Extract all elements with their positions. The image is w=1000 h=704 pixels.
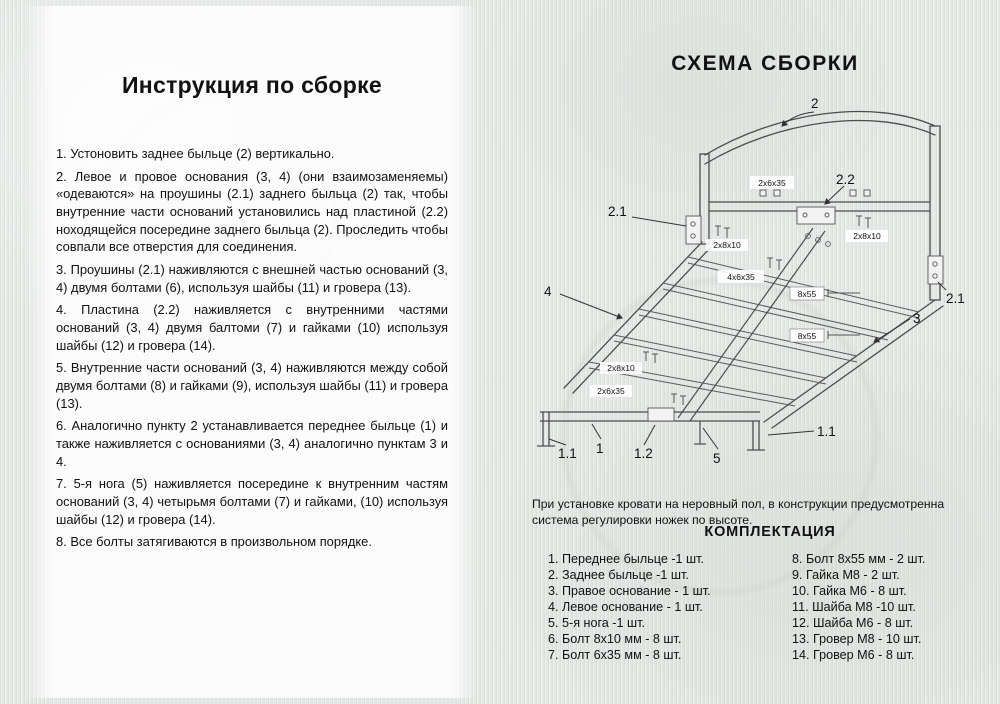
callout-part-3: 3	[913, 311, 921, 326]
part-item: 12. Шайба М6 - 8 шт.	[792, 615, 914, 630]
size-label-lower1: 2x8x10	[607, 363, 635, 373]
instructions-panel: Инструкция по сборке 1. Устоновить задне…	[56, 72, 448, 556]
callout-part-1-2: 1.2	[634, 446, 653, 461]
part-item: 10. Гайка М6 - 8 шт.	[792, 583, 907, 598]
callout-part-2: 2	[811, 96, 819, 111]
callout-part-1-1-right: 1.1	[817, 424, 836, 439]
part-item: 3. Правое основание - 1 шт.	[548, 583, 711, 598]
callout-part-1-1-left: 1.1	[558, 446, 577, 461]
left-paper-panel	[26, 6, 478, 698]
size-label-left-upper: 2x8x10	[713, 240, 741, 250]
instruction-step-2: 2. Левое и провое основания (3, 4) (они …	[56, 168, 448, 255]
part-item: 14. Гровер М6 - 8 шт.	[792, 647, 915, 662]
part-item: 1. Переднее быльце -1 шт.	[548, 552, 705, 566]
part-item: 9. Гайка М8 - 2 шт.	[792, 567, 900, 582]
callout-leader-lines	[548, 111, 947, 450]
callout-part-4: 4	[544, 284, 552, 299]
size-label-center: 4x6x35	[727, 272, 755, 282]
instruction-step-6: 6. Аналогично пункту 2 устанавливается п…	[56, 418, 448, 469]
part-item: 13. Гровер М8 - 10 шт.	[792, 631, 922, 646]
size-label-mid1: 8x55	[798, 289, 817, 299]
assembly-diagram: 2x6x35 2x8x10 2x8x10 4x6x35 8x55 8x55 2x…	[537, 96, 965, 466]
part-item: 2. Заднее быльце -1 шт.	[548, 567, 689, 582]
callout-part-5: 5	[713, 451, 721, 466]
parts-list-right-column: 8. Болт 8х55 мм - 2 шт. 9. Гайка М8 - 2 …	[792, 552, 925, 664]
instruction-step-1: 1. Устоновить заднее быльце (2) вертикал…	[56, 146, 335, 161]
instruction-step-8: 8. Все болты затягиваются в произвольном…	[56, 534, 372, 550]
part-item: 11. Шайба М8 -10 шт.	[792, 599, 916, 614]
part-item: 5. 5-я нога -1 шт.	[548, 615, 645, 630]
part-item: 8. Болт 8х55 мм - 2 шт.	[792, 552, 926, 566]
part-item: 6. Болт 8х10 мм - 8 шт.	[548, 631, 682, 646]
instruction-step-5: 5. Внутренние части оснований (3, 4) наж…	[56, 360, 448, 411]
size-label-right-upper: 2x8x10	[853, 231, 881, 241]
leveling-note: При установке кровати на неровный пол, в…	[532, 497, 945, 528]
bed-center-support-drawing	[677, 227, 826, 445]
part-item: 4. Левое основание - 1 шт.	[548, 599, 703, 614]
instruction-step-7: 7. 5-я нога (5) наживляется посередине к…	[56, 476, 448, 527]
size-label-top: 2x6x35	[758, 178, 786, 188]
part-item: 7. Болт 6х35 мм - 8 шт.	[548, 647, 682, 662]
size-label-boxes	[590, 176, 888, 397]
callout-part-2-1-left: 2.1	[608, 204, 627, 219]
callout-part-2-2: 2.2	[836, 172, 855, 187]
callout-part-1: 1	[596, 441, 604, 456]
instruction-step-3: 3. Проушины (2.1) наживляются с внешней …	[56, 262, 448, 295]
hardware-details-drawing	[643, 189, 944, 422]
diagram-title: СХЕМА СБОРКИ	[671, 52, 859, 75]
bed-left-rail-drawing	[563, 241, 712, 394]
instruction-step-4: 4. Пластина (2.2) наживляется с внутренн…	[56, 302, 448, 353]
parts-list-left-column: 1. Переднее быльце -1 шт. 2. Заднее быль…	[548, 552, 711, 664]
size-label-mid2: 8x55	[798, 331, 817, 341]
callout-part-2-1-right: 2.1	[946, 291, 965, 306]
parts-list-title: КОМПЛЕКТАЦИЯ	[704, 524, 836, 540]
size-label-lower2: 2x6x35	[597, 386, 625, 396]
instructions-title: Инструкция по сборке	[121, 72, 383, 98]
bed-right-rail-drawing	[763, 299, 944, 429]
